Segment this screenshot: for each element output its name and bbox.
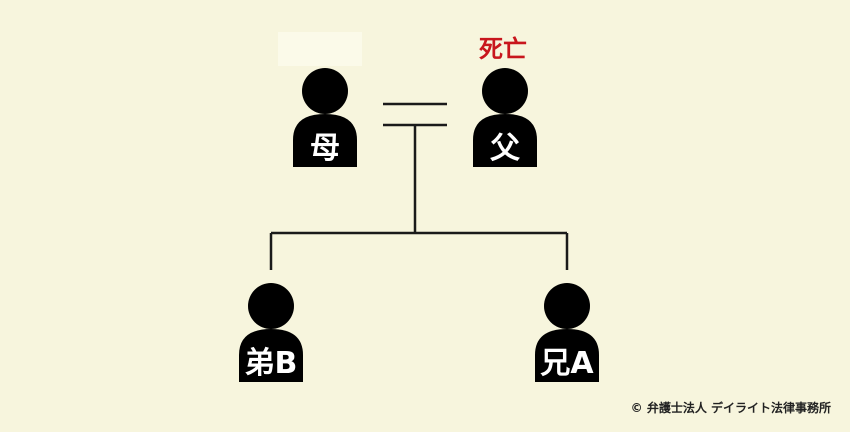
person-silhouette-icon — [473, 114, 537, 167]
mother-label: 母 — [310, 131, 340, 166]
older-brother-label: 兄A — [540, 346, 594, 381]
older-brother-figure: 兄A — [535, 283, 599, 382]
marriage-line — [383, 102, 447, 127]
children-connector — [269, 125, 569, 270]
younger-brother-label: 弟B — [245, 346, 298, 381]
mother-status-box — [278, 32, 362, 66]
younger-brother-figure: 弟B — [239, 283, 303, 382]
copyright-text: © 弁護士法人 デイライト法律事務所 — [631, 400, 831, 415]
older-brother-head — [544, 283, 590, 329]
person-silhouette-icon — [239, 329, 303, 382]
person-silhouette-icon — [293, 114, 357, 167]
father-label: 父 — [490, 131, 520, 166]
mother-figure: 母 — [293, 68, 357, 167]
younger-brother-head — [248, 283, 294, 329]
father-status-label: 死亡 — [479, 35, 527, 63]
person-silhouette-icon — [535, 329, 599, 382]
father-head — [482, 68, 528, 114]
father-figure: 父 — [473, 68, 537, 167]
mother-head — [302, 68, 348, 114]
